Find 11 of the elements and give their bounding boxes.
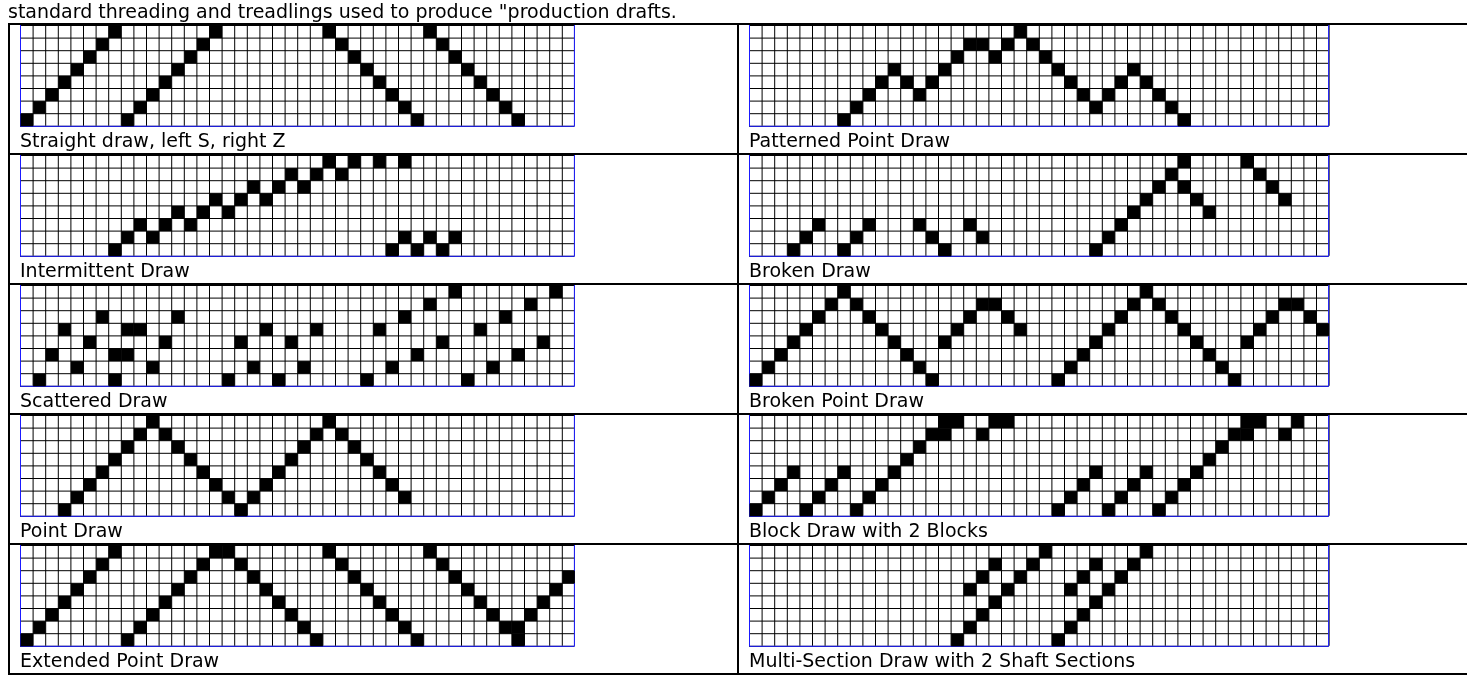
- draft-caption: Point Draw: [20, 519, 123, 541]
- draft-caption: Intermittent Draw: [20, 259, 190, 281]
- draft-caption: Block Draw with 2 Blocks: [749, 519, 988, 541]
- draft-caption: Broken Point Draw: [749, 389, 924, 411]
- intro-text: standard threading and treadlings used to produce "production drafts.: [8, 0, 677, 22]
- draft-caption: Patterned Point Draw: [749, 129, 950, 151]
- draft-caption: Scattered Draw: [20, 389, 168, 411]
- draft-caption: Extended Point Draw: [20, 649, 220, 671]
- draft-caption: Broken Draw: [749, 259, 871, 281]
- draft-caption: Multi-Section Draw with 2 Shaft Sections: [749, 649, 1136, 671]
- draft-caption: Straight draw, left S, right Z: [20, 129, 286, 151]
